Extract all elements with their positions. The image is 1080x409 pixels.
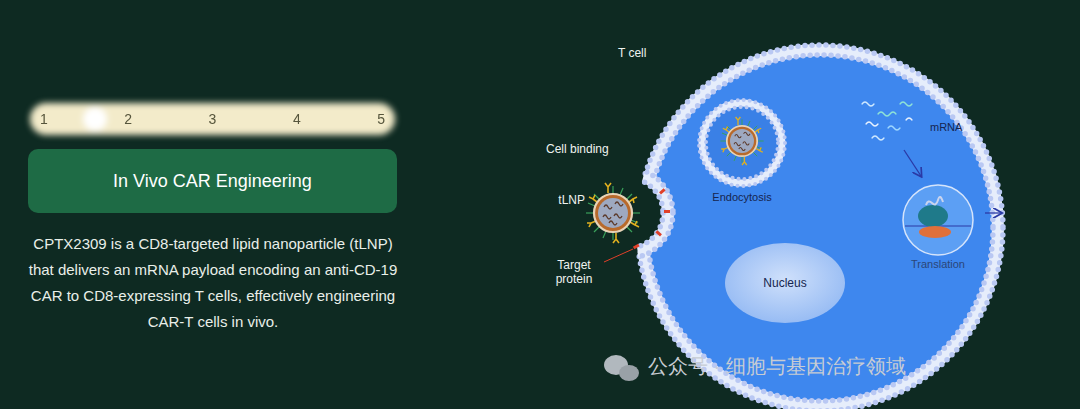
callout-label: Cell binding bbox=[546, 142, 609, 156]
step-number: 3 bbox=[209, 111, 217, 127]
description-text: CPTX2309 is a CD8-targeted lipid nanopar… bbox=[28, 231, 398, 335]
step-number: 4 bbox=[293, 111, 301, 127]
step-number: 5 bbox=[377, 111, 385, 127]
particle-name: tLNP bbox=[558, 193, 585, 207]
cell-name: T cell bbox=[618, 46, 646, 60]
callout-label: Target protein bbox=[544, 258, 604, 286]
step-number: 2 bbox=[124, 111, 132, 127]
t-cell: EndocytosisTranslationNucleusT cell bbox=[642, 50, 998, 406]
translation-circle: Translation bbox=[903, 185, 973, 255]
step-indicator: 1 2 3 4 5 bbox=[28, 101, 397, 137]
process-label: Endocytosis bbox=[682, 191, 802, 203]
title-button: In Vivo CAR Engineering bbox=[28, 149, 397, 213]
tlnp-particle: tLNP bbox=[589, 189, 637, 237]
nucleus-label: Nucleus bbox=[763, 276, 806, 290]
watermark: 公众号 · 细胞与基因治疗领域 bbox=[648, 353, 906, 380]
process-label: Translation bbox=[883, 258, 993, 270]
molecule-label: mRNA bbox=[930, 121, 962, 133]
button-label: In Vivo CAR Engineering bbox=[113, 171, 312, 192]
endosome: Endocytosis bbox=[702, 103, 782, 183]
step-number: 1 bbox=[40, 111, 48, 127]
nucleus: Nucleus bbox=[725, 243, 845, 323]
